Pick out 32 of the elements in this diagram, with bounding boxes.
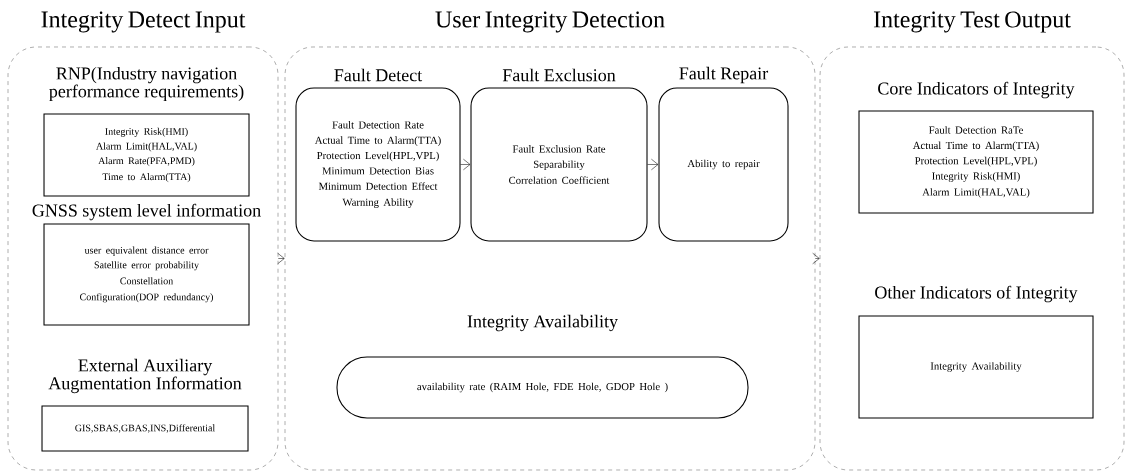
group-title: User Integrity Detection [435, 11, 665, 33]
info-box: GIS,SBAS,GBAS,INS,Differential [41, 405, 249, 452]
node-label: Alarm Limit(HAL,VAL) [922, 188, 1030, 198]
node-label: Actual Time to Alarm(TTA) [314, 136, 441, 146]
group-title: Integrity Detect Input [41, 11, 246, 33]
info-box: Integrity Risk(HMI) Alarm Limit(HAL,VAL) Alarm Rate(PFA,PMD) Time to Alarm(TTA) [43, 113, 250, 197]
info-box: user equivalent distance error Satellite error probability Constellation Configuration(DOP redundancy) [43, 223, 250, 326]
section-heading: Fault Detect [334, 68, 423, 82]
node-label: Fault Detection RaTe [929, 126, 1023, 134]
section-heading: Other Indicators of Integrity [875, 285, 1078, 303]
section-heading: External Auxiliary Augmentation Information [48, 358, 242, 394]
section-heading: RNP(Industry navigation performance requirements) [49, 66, 244, 102]
process-box: Fault Exclusion Rate Separability Correlation Coefficient [470, 87, 648, 242]
info-box: Fault Detection RaTe Actual Time to Alarm(TTA) Protection Level(HPL,VPL) Integrity Risk(HMI) Alarm Limit(HAL,VAL) [858, 110, 1094, 214]
info-box: Integrity Availability [858, 315, 1094, 419]
node-label: Actual Time to Alarm(TTA) [912, 141, 1039, 152]
section-heading: GNSS system level information [32, 203, 261, 221]
node-label: Fault Detection Rate [332, 120, 424, 129]
section-heading: Fault Repair [679, 66, 769, 84]
section-heading: Integrity Availability [467, 314, 618, 332]
process-box: Ability to repair [658, 87, 789, 242]
node-label: Protection Level(HPL,VPL) [915, 156, 1037, 167]
rounded-box: availability rate (RAIM Hole, FDE Hole, GDOP Hole ) [336, 356, 749, 419]
node-label: Minimum Detection Bias [322, 167, 434, 175]
process-box: Fault Detection Rate Actual Time to Alarm(TTA) Protection Level(HPL,VPL) Minimum Detection Bias Minimum Detection Effect Warning Ability [295, 87, 461, 242]
group-title: Integrity Test Output [873, 11, 1071, 33]
node-label: Integrity Risk(HMI) [932, 172, 1020, 182]
section-heading: Core Indicators of Integrity [878, 81, 1075, 99]
section-heading: Fault Exclusion [502, 68, 616, 82]
node-label: Protection Level(HPL,VPL) [317, 151, 439, 162]
node-label: Warning Ability [342, 198, 414, 209]
node-label: Minimum Detection Effect [318, 182, 438, 190]
